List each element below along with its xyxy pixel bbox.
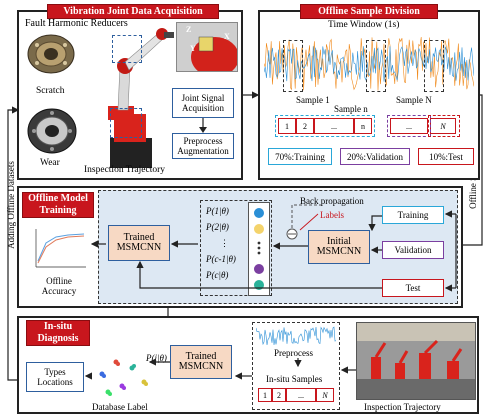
acquisition-title: Vibration Joint Data Acquisition xyxy=(47,4,219,19)
signal-trace xyxy=(256,326,336,346)
val-group xyxy=(387,115,431,137)
axis-y-label: Y xyxy=(190,44,196,53)
preprocess-augmentation-box: Preprocess Augmentation xyxy=(172,133,234,159)
test-group xyxy=(428,115,460,137)
joint-region-lower xyxy=(110,108,142,138)
window-n xyxy=(366,40,386,92)
initial-msmcnn-box: Initial MSMCNN xyxy=(308,230,370,264)
insitu-cell-2: 2 xyxy=(272,388,286,402)
joint-signal-box: Joint Signal Acquisition xyxy=(172,88,234,118)
vibration-signal xyxy=(264,36,474,91)
cell-n: n xyxy=(354,118,372,134)
test-box: Test xyxy=(382,279,444,297)
sample-N-label: Sample N xyxy=(396,95,432,105)
axis-z-label: Z xyxy=(186,25,192,34)
cell-1: 1 xyxy=(278,118,296,134)
validation-box: Validation xyxy=(382,241,444,259)
cell-2: 2 xyxy=(296,118,314,134)
trained-msmcnn-diag-box: Trained MSMCNN xyxy=(170,345,232,379)
prob-i-label: P(i|θ) xyxy=(146,353,167,363)
fault-title: Fault Harmonic Reducers xyxy=(25,18,128,29)
offline-accuracy-plot xyxy=(30,225,88,273)
offline-accuracy-label: Offline Accuracy xyxy=(41,276,77,296)
inspection-trajectory-photo xyxy=(356,322,476,400)
insitu-cell-1: 1 xyxy=(258,388,272,402)
in-situ-group xyxy=(252,322,340,410)
in-situ-samples-label: In-situ Samples xyxy=(266,374,323,384)
back-propagation-label: Back propagation xyxy=(300,196,364,206)
scratch-label: Scratch xyxy=(36,86,65,96)
prob-c: P(c|θ) xyxy=(206,270,229,280)
cell-N: N xyxy=(430,118,456,134)
sensor-inset-image xyxy=(176,22,238,72)
signal-trace xyxy=(264,46,474,82)
prob-dots: ⋮ xyxy=(220,238,229,248)
prob-c-1: P(c-1|θ) xyxy=(206,254,236,264)
training-title: Offline Model Training xyxy=(22,192,94,218)
probability-group xyxy=(200,200,272,296)
training-box: Training xyxy=(382,206,444,224)
database-label-scatter xyxy=(92,352,158,402)
division-title: Offline Sample Division xyxy=(300,4,438,19)
joint-region-upper xyxy=(112,35,142,63)
test-split-box: 10%:Test xyxy=(418,148,474,165)
window-N xyxy=(424,40,444,92)
sample-1-label: Sample 1 xyxy=(296,95,330,105)
insitu-cell-dots: ... xyxy=(286,388,316,402)
diagnosis-title: In-situ Diagnosis xyxy=(26,320,90,346)
time-window-label: Time Window (1s) xyxy=(328,20,400,30)
inspection-trajectory-diag-label: Inspection Trajectory xyxy=(364,402,441,412)
train-group xyxy=(275,115,375,137)
axis-x-label: X xyxy=(224,32,230,41)
wear-reducer-image xyxy=(26,107,78,155)
validation-split-box: 20%:Validation xyxy=(340,148,410,165)
types-locations-box: Types Locations xyxy=(26,362,84,392)
sample-n-label: Sample n xyxy=(334,104,368,114)
prob-1: P(1|θ) xyxy=(206,206,229,216)
insitu-cell-N: N xyxy=(316,388,334,402)
wear-label: Wear xyxy=(40,158,60,168)
window-1 xyxy=(283,40,303,92)
inspection-trajectory-label: Inspection Trajectory xyxy=(84,165,166,175)
database-label-text: Database Label xyxy=(92,402,148,412)
in-situ-cells: 1 2 ... N xyxy=(258,388,336,404)
prob-2: P(2|θ) xyxy=(206,222,229,232)
trained-msmcnn-box: Trained MSMCNN xyxy=(108,225,170,261)
in-situ-preprocess-label: Preprocess xyxy=(274,348,313,358)
cell-dots-2: ... xyxy=(390,118,428,134)
sample-cells: 1 2 ... n ... N xyxy=(278,118,474,138)
cell-dots-1: ... xyxy=(314,118,354,134)
acq-arrow xyxy=(199,118,207,133)
in-situ-signal xyxy=(256,326,336,346)
scratch-reducer-image xyxy=(26,33,76,75)
training-split-box: 70%:Training xyxy=(268,148,332,165)
labels-label: Labels xyxy=(320,210,344,220)
